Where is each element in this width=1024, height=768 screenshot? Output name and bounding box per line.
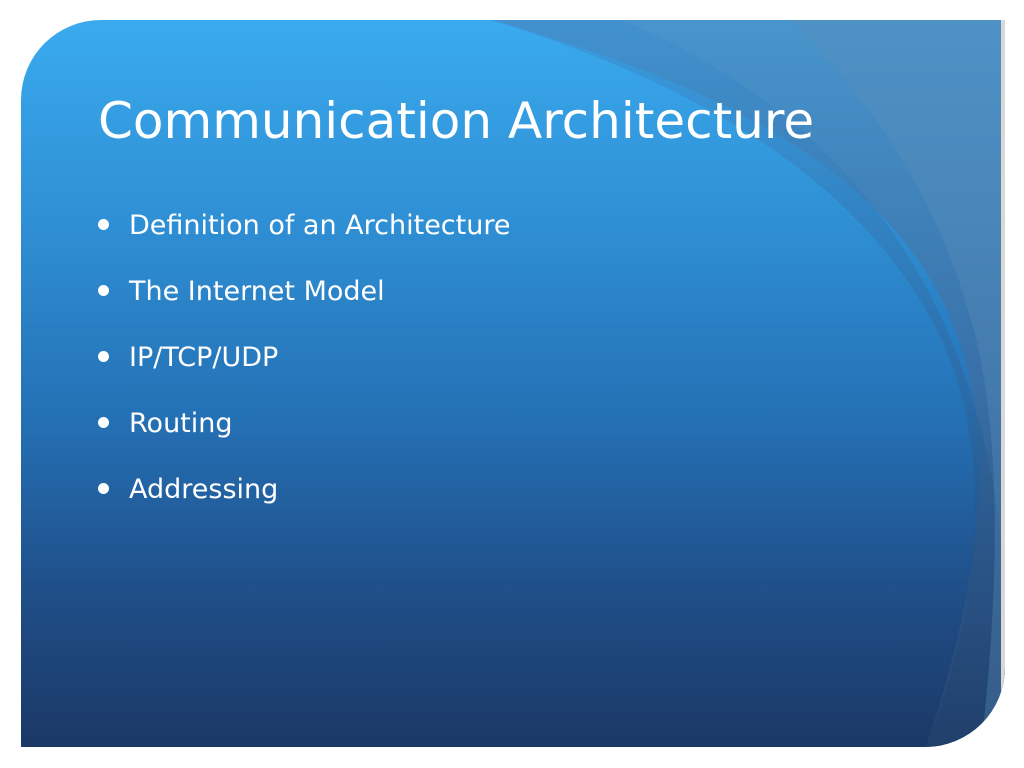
bullet-item: Addressing	[98, 472, 510, 538]
bullet-dot-icon	[98, 483, 109, 494]
bullet-item: Routing	[98, 406, 510, 472]
bullet-dot-icon	[98, 351, 109, 362]
slide-title: Communication Architecture	[98, 92, 815, 150]
bullet-item: Definition of an Architecture	[98, 208, 510, 274]
slide: Communication Architecture Definition of…	[21, 20, 1005, 747]
bullet-item: IP/TCP/UDP	[98, 340, 510, 406]
bullet-dot-icon	[98, 219, 109, 230]
decorative-swoosh	[491, 20, 1005, 747]
bullet-text: Addressing	[129, 474, 279, 505]
bullet-dot-icon	[98, 417, 109, 428]
bullet-text: Definition of an Architecture	[129, 210, 511, 241]
bullet-text: IP/TCP/UDP	[129, 342, 279, 373]
bullet-text: Routing	[129, 408, 233, 439]
slide-right-edge	[1001, 20, 1005, 747]
bullet-item: The Internet Model	[98, 274, 510, 340]
bullet-dot-icon	[98, 285, 109, 296]
bullet-text: The Internet Model	[129, 276, 385, 307]
bullet-list: Definition of an Architecture The Intern…	[98, 208, 510, 538]
